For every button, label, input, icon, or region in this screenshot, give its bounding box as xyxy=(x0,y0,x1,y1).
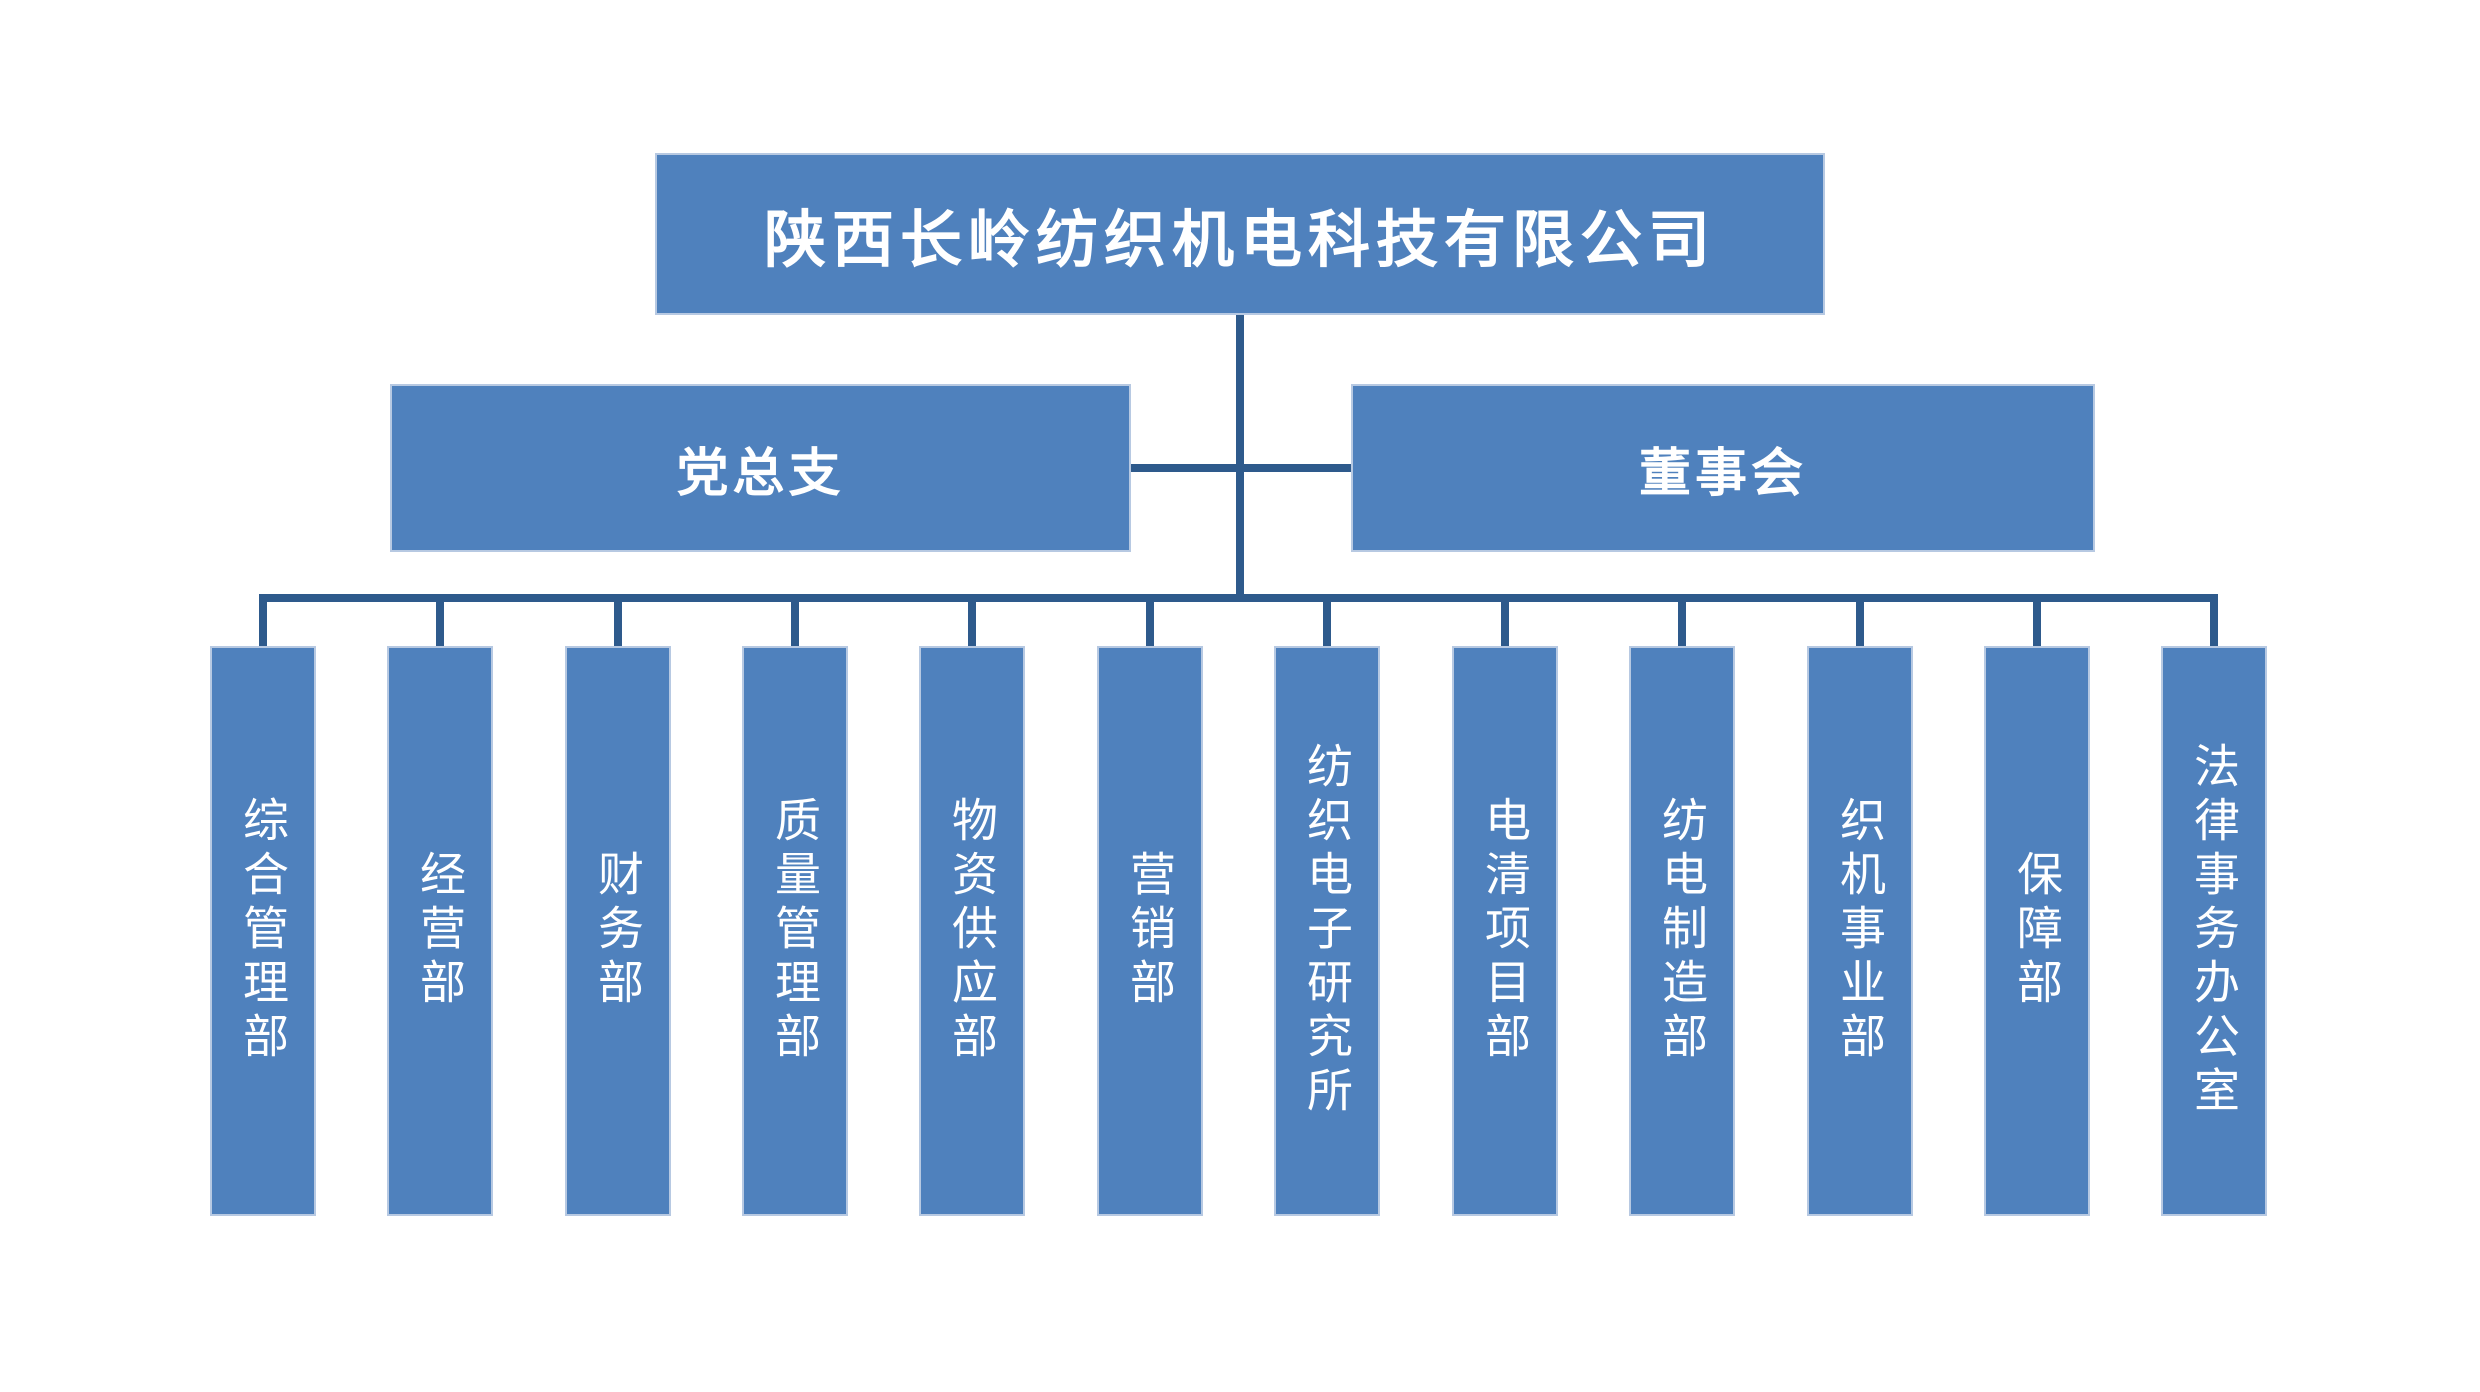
party-branch-label: 党总支 xyxy=(676,443,845,504)
connector-departments-rail xyxy=(259,594,2218,602)
org-node-department: 财务部 xyxy=(565,646,671,1216)
connector-drop xyxy=(1323,600,1331,648)
department-label: 综合管理部 xyxy=(236,796,290,1066)
department-label: 物资供应部 xyxy=(945,796,999,1066)
connector-drop xyxy=(791,600,799,648)
connector-drop xyxy=(2210,600,2218,648)
org-node-department: 保障部 xyxy=(1984,646,2090,1216)
org-node-department: 织机事业部 xyxy=(1807,646,1913,1216)
department-label: 织机事业部 xyxy=(1833,796,1887,1066)
department-label: 质量管理部 xyxy=(768,796,822,1066)
connector-drop xyxy=(436,600,444,648)
connector-root-vertical xyxy=(1236,312,1244,602)
connector-drop xyxy=(1501,600,1509,648)
connector-drop xyxy=(2033,600,2041,648)
connector-party-board xyxy=(1131,464,1351,472)
department-label: 电清项目部 xyxy=(1478,796,1532,1066)
connector-drop xyxy=(968,600,976,648)
department-label: 营销部 xyxy=(1123,850,1177,1012)
department-label: 纺织电子研究所 xyxy=(1300,742,1354,1120)
org-node-department: 质量管理部 xyxy=(742,646,848,1216)
department-label: 经营部 xyxy=(413,850,467,1012)
connector-drop xyxy=(1678,600,1686,648)
department-label: 纺电制造部 xyxy=(1655,796,1709,1066)
connector-drop xyxy=(1146,600,1154,648)
org-node-department: 纺织电子研究所 xyxy=(1274,646,1380,1216)
department-label: 保障部 xyxy=(2010,850,2064,1012)
org-node-department: 法律事务办公室 xyxy=(2161,646,2267,1216)
org-node-department: 综合管理部 xyxy=(210,646,316,1216)
org-node-board: 董事会 xyxy=(1351,384,2095,552)
org-node-party-branch: 党总支 xyxy=(390,384,1131,552)
department-label: 法律事务办公室 xyxy=(2187,742,2241,1120)
connector-drop xyxy=(259,600,267,648)
department-label: 财务部 xyxy=(591,850,645,1012)
org-node-department: 经营部 xyxy=(387,646,493,1216)
org-node-department: 纺电制造部 xyxy=(1629,646,1735,1216)
connector-drop xyxy=(1856,600,1864,648)
company-title: 陕西长岭纺织机电科技有限公司 xyxy=(763,203,1716,276)
connector-drop xyxy=(614,600,622,648)
board-label: 董事会 xyxy=(1638,443,1807,504)
org-node-department: 物资供应部 xyxy=(919,646,1025,1216)
org-node-company: 陕西长岭纺织机电科技有限公司 xyxy=(655,153,1825,315)
org-node-department: 营销部 xyxy=(1097,646,1203,1216)
org-node-department: 电清项目部 xyxy=(1452,646,1558,1216)
